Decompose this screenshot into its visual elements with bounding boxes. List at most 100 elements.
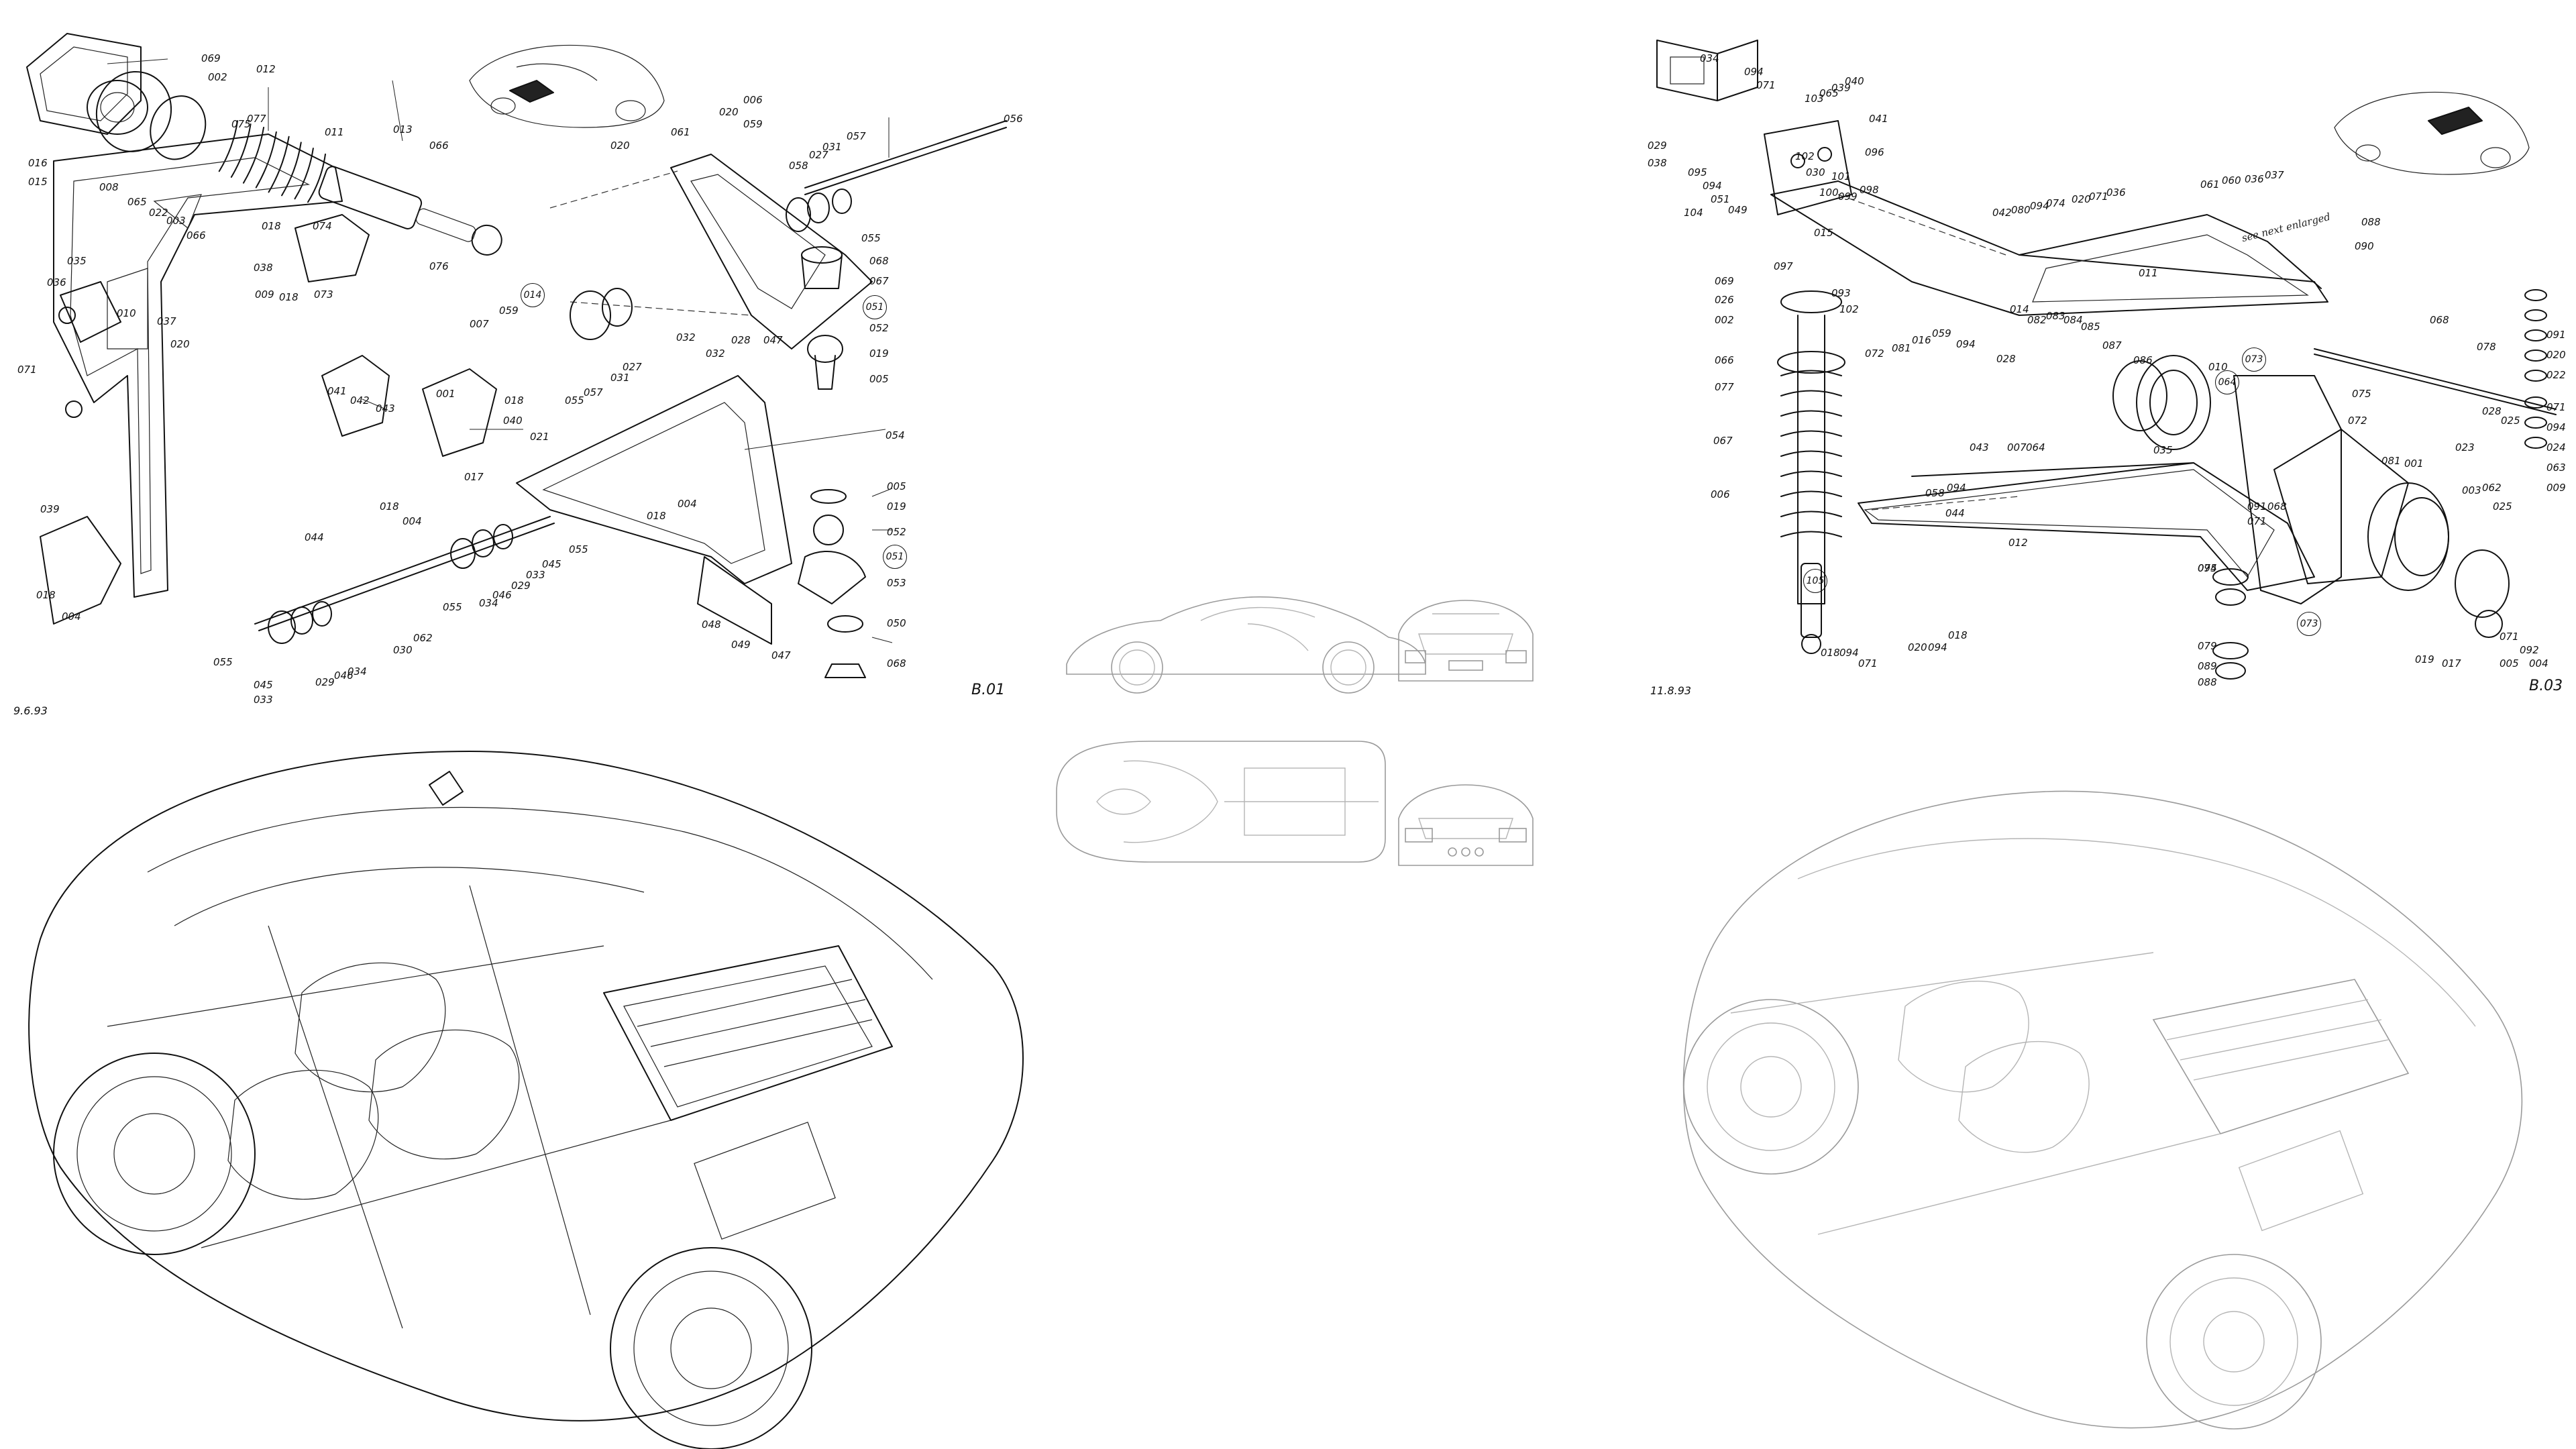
part-label: 094 <box>1928 641 1947 653</box>
part-label: 019 <box>887 500 906 513</box>
part-label: 104 <box>1684 207 1703 219</box>
rear-elevation <box>1398 784 1534 866</box>
part-label: 044 <box>305 531 324 543</box>
part-label: 083 <box>2046 310 2065 322</box>
part-label: 063 <box>2546 462 2566 474</box>
part-label: 102 <box>1795 150 1815 162</box>
part-label: 059 <box>1932 327 1951 339</box>
part-label: 040 <box>1845 75 1864 87</box>
part-label: 046 <box>334 669 354 682</box>
part-label: 071 <box>2500 631 2519 643</box>
part-label: 074 <box>2046 197 2065 209</box>
part-label: 094 <box>1744 66 1764 78</box>
rear-suspension-drawing <box>1656 40 2557 680</box>
part-label: 087 <box>2102 339 2122 352</box>
part-label: 034 <box>347 665 367 678</box>
part-label: 028 <box>1996 353 2016 365</box>
part-label: 022 <box>2546 369 2566 381</box>
part-label: 066 <box>186 229 206 241</box>
part-label: 082 <box>2027 314 2047 326</box>
part-label: 034 <box>479 597 498 609</box>
part-label: 068 <box>887 657 906 669</box>
part-label: 036 <box>2106 186 2126 199</box>
part-label: 042 <box>350 394 370 407</box>
part-label: 006 <box>743 94 763 106</box>
part-label: 075 <box>2352 388 2371 400</box>
part-label: 088 <box>2361 216 2381 228</box>
part-label: 081 <box>1892 342 1911 354</box>
part-label: 067 <box>869 275 889 287</box>
circled-label: 064 <box>2215 370 2239 394</box>
part-label: 027 <box>809 149 828 161</box>
part-label: 064 <box>2026 441 2045 453</box>
part-label: 057 <box>847 130 866 142</box>
part-label: 034 <box>1700 52 1719 64</box>
part-label: 033 <box>526 569 545 581</box>
part-label: 003 <box>2462 484 2481 496</box>
part-label: 066 <box>1715 354 1734 366</box>
part-label: 055 <box>213 656 233 668</box>
circled-label: 014 <box>521 283 545 307</box>
part-label: 048 <box>702 619 721 631</box>
part-label: 088 <box>2198 676 2217 688</box>
part-label: 079 <box>2198 640 2217 652</box>
part-label: 055 <box>565 394 584 407</box>
part-label: 030 <box>393 644 413 656</box>
part-label: 009 <box>2546 482 2566 494</box>
part-label: 032 <box>676 331 696 343</box>
part-label: 071 <box>2546 401 2566 413</box>
part-label: 017 <box>2442 657 2461 669</box>
part-label: 051 <box>1711 193 1730 205</box>
front-suspension-drawing <box>26 33 1007 678</box>
part-label: 100 <box>1819 186 1839 199</box>
rear-suspension-sheet: 034 094 071 029 038 095 094 051 104 049 … <box>1644 0 2576 724</box>
part-label: 052 <box>887 526 906 538</box>
part-label: 075 <box>231 118 251 130</box>
part-label: 039 <box>40 503 60 515</box>
part-label: 031 <box>610 372 630 384</box>
part-label: 035 <box>67 255 87 267</box>
part-label: 008 <box>99 181 119 193</box>
part-label: 062 <box>2482 482 2502 494</box>
circled-label: 051 <box>863 295 887 319</box>
part-label: 072 <box>2348 415 2367 427</box>
part-label: 065 <box>1819 87 1839 99</box>
part-label: 025 <box>2501 415 2520 427</box>
part-label: 002 <box>1715 314 1734 326</box>
part-label: 004 <box>402 515 422 527</box>
circled-label: 073 <box>2297 612 2321 636</box>
part-label: 062 <box>413 632 433 644</box>
part-label: 004 <box>678 498 697 510</box>
part-label: 029 <box>315 676 335 688</box>
part-label: 031 <box>822 141 842 153</box>
part-label: 015 <box>1814 227 1833 239</box>
part-label: 020 <box>170 338 190 350</box>
part-label: 005 <box>869 373 889 385</box>
plan-view <box>1056 741 1386 863</box>
cutaway-drawing-light <box>1644 724 2576 1449</box>
part-label: 010 <box>117 307 136 319</box>
part-label: 055 <box>569 543 588 555</box>
part-label: 011 <box>2139 267 2158 279</box>
part-label: 035 <box>2153 444 2173 456</box>
part-label: 043 <box>1970 441 1989 453</box>
part-label: 039 <box>1831 82 1851 94</box>
part-label: 015 <box>28 176 48 188</box>
part-label: 006 <box>1711 488 1730 500</box>
part-label: 020 <box>2072 193 2091 205</box>
part-label: 086 <box>2133 354 2153 366</box>
part-label: 078 <box>2477 341 2496 353</box>
part-label: 009 <box>255 288 274 301</box>
part-label: 029 <box>511 580 531 592</box>
car-thumbnail-icon <box>2334 91 2530 175</box>
part-label: 080 <box>2011 204 2031 216</box>
part-label: 040 <box>503 415 523 427</box>
part-label: 019 <box>869 347 889 360</box>
part-label: 003 <box>166 215 186 227</box>
part-label: 061 <box>671 126 690 138</box>
part-label: 037 <box>2265 169 2284 181</box>
part-label: 047 <box>763 334 783 346</box>
part-label: 094 <box>1947 482 1966 494</box>
part-label: 050 <box>887 617 906 629</box>
part-label: 045 <box>254 679 273 691</box>
